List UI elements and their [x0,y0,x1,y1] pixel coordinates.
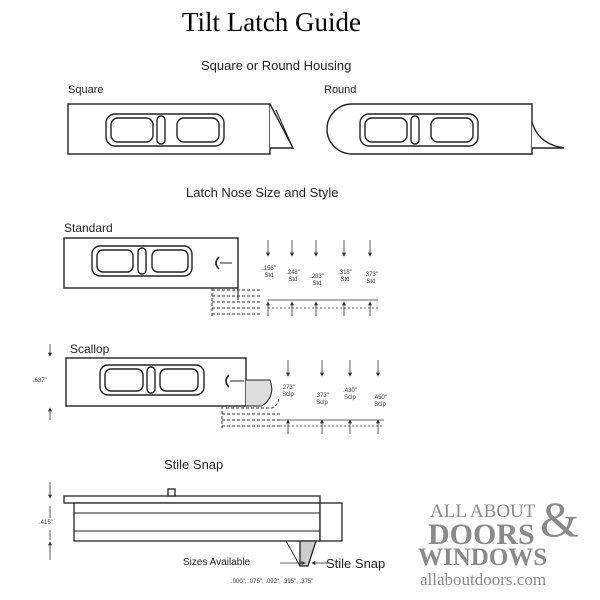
brand-line-windows: WINDOWS [418,544,548,571]
brand-line-doors: DOORS [428,518,535,551]
scallop-size-label: .373"Sclp [315,393,329,406]
standard-size-label: .248"Std [286,270,300,283]
stile-snap-dimension-arrows [48,482,328,565]
stile-snap-latch [63,488,343,567]
scallop-size-label: .450"Sclp [373,395,387,408]
standard-nose-profiles [211,288,262,316]
scallop-nose-latch [65,357,273,407]
standard-size-label: .373"Std [364,272,378,285]
standard-size-label: .283"Std [310,274,324,287]
nose-heading: Latch Nose Size and Style [186,185,339,200]
stile-snap-heading: Stile Snap [164,457,224,472]
scallop-nose-profiles [221,397,280,428]
scallop-dimension-arrows [48,344,384,434]
scallop-height-label: .687" [33,378,47,384]
standard-dimension-arrows [266,240,378,316]
standard-nose-latch [63,237,239,300]
scallop-size-label: .273"Sclp [281,385,295,398]
stile-snap-sizes-list: .000", .075", .092", .395", .375" [231,579,314,585]
round-label: Round [324,84,357,96]
housing-heading: Square or Round Housing [201,58,352,73]
square-housing-latch [67,103,295,155]
brand-website: allaboutdoors.com [420,570,547,589]
brand-line-all-about: ALL ABOUT [430,501,536,522]
standard-size-label: .318"Std [338,270,352,283]
sizes-available-label: Sizes Available [183,557,251,568]
stile-snap-height-label: .415" [39,520,53,526]
brand-ampersand: & [540,491,579,547]
standard-size-label: .158"Std [262,266,276,279]
scallop-size-label: .430"Sclp [343,388,357,401]
standard-label: Standard [64,221,113,235]
stile-snap-callout-label: Stile Snap [326,556,386,571]
scallop-label: Scallop [70,342,110,356]
page-title: Tilt Latch Guide [182,7,361,37]
round-housing-latch [326,103,565,155]
square-label: Square [68,84,104,96]
